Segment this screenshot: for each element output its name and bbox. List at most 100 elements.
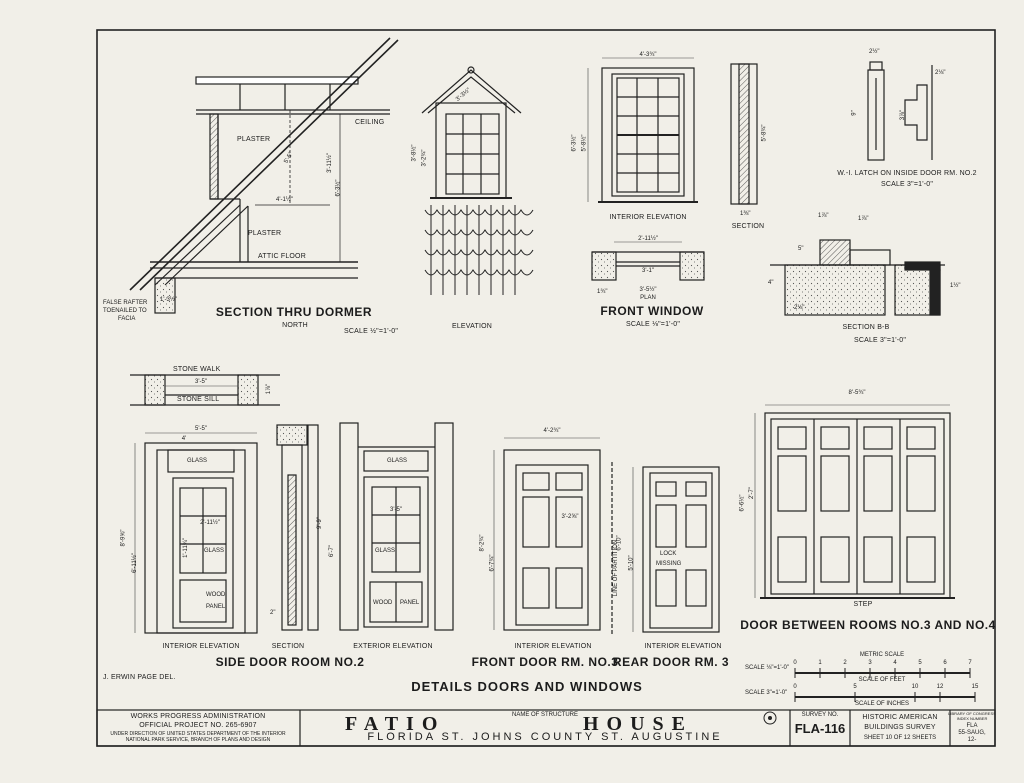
rear-door-title: REAR DOOR RM. 3 [612,655,730,669]
side-door-panel-ext: PANEL [400,600,420,606]
side-door-exterior-label: EXTERIOR ELEVATION [353,643,433,650]
index-line-3: FLA [966,723,978,729]
dormer-scale: SCALE ½"=1'-0" [344,328,399,335]
survey-no-label: SURVEY NO. [801,712,839,718]
structure-name-2: HOUSE [583,713,694,735]
side-door-dim-ext-w: 3'-5" [390,507,402,513]
front-window-section-label: SECTION [731,223,765,230]
side-door-glass-3: GLASS [387,458,408,464]
inch-scale-prefix: SCALE 3"=1'-0" [745,690,788,696]
dormer-section-drawing [129,37,399,314]
gear-icon [763,711,777,725]
side-door-dim-g1: 2'-11½" [200,520,220,526]
side-door-dim-ext-h1: 9'-9" [316,517,323,529]
rear-door-dim-h1: 6'-10" [616,535,623,551]
stone-sill-label: STONE SILL [177,396,220,403]
side-door-interior-drawing [144,442,258,634]
survey-no: FLA-116 [794,721,846,736]
dormer-elevation-title: ELEVATION [451,323,493,330]
side-door-dim-w1: 5'-5" [195,426,207,432]
rear-door-missing-label: MISSING [656,561,682,567]
section-bb-title: SECTION B-B [842,324,890,331]
rear-door-interior-label: INTERIOR ELEVATION [644,643,722,650]
door-34-step-label: STEP [853,601,873,608]
section-bb-dim-3: 5" [798,246,804,252]
dormer-label-facia: FACIA [118,316,136,322]
front-door-dim-h2: 6'-7¾" [489,554,496,572]
side-door-glass-4: GLASS [375,548,396,554]
side-door-dim-g2: 1'-11¾" [182,538,189,558]
inch-tick-12: 12 [936,684,944,690]
section-bb-dim-6: 1½" [950,283,961,289]
dormer-elevation-drawing [421,66,534,295]
wpa-label: WORKS PROGRESS ADMINISTRATION [130,713,266,720]
inch-tick-15: 15 [971,684,979,690]
dormer-subtitle: NORTH [282,322,308,329]
dormer-title: SECTION THRU DORMER [215,305,373,319]
stone-walk-drawing [130,374,280,406]
side-door-dim-ext-h2: 6'-7" [328,545,335,557]
inch-scale-label: SCALE OF INCHES [854,701,910,707]
feet-scale-label: SCALE OF FEET [858,677,906,683]
section-bb-dim-4: 4" [768,280,774,286]
feet-scale-prefix: SCALE ⅛"=1'-0" [745,665,789,671]
side-door-glass-2: GLASS [204,548,225,554]
feet-tick-4: 4 [893,660,897,666]
side-door-exterior-drawing [339,422,454,631]
feet-tick-1: 1 [818,660,822,666]
side-door-wood: WOOD [206,592,226,598]
dormer-label-attic-floor: ATTIC FLOOR [258,253,306,260]
habs-line-1: HISTORIC AMERICAN [862,714,938,721]
dimension-lines [134,57,950,633]
dormer-dim-2: 3'-11½" [326,153,333,173]
front-door-drawing [503,449,613,635]
dormer-label-ceiling: CEILING [355,119,385,126]
front-window-drawing [591,63,758,281]
project-label: OFFICIAL PROJECT NO. 265-6907 [139,722,257,729]
structure-location: FLORIDA ST. JOHNS COUNTY ST. AUGUSTINE [367,731,723,743]
section-bb-drawing [770,239,945,316]
front-window-dim-h1: 6'-3½" [571,134,578,152]
section-bb-dim-2: 1⅞" [858,216,869,222]
door-34-dim-h2: 2'-7" [748,487,755,499]
latch-dim-2: 9" [851,110,858,116]
door-34-dim-h1: 6'-6½" [739,494,746,512]
rear-door-drawing [642,466,720,633]
index-line-5: 12- [967,737,977,743]
direction-line-2: NATIONAL PARK SERVICE, BRANCH OF PLANS A… [125,737,271,743]
structure-name-1: FATIO [345,713,446,735]
stone-walk-dim-width: 3'-5" [195,379,207,385]
rear-door-lock-label: LOCK [660,551,677,557]
side-door-dim-w2: 4' [181,436,187,442]
side-door-dim-sec-w: 2" [270,610,276,616]
front-window-dim-s2: 1⅜" [740,211,751,217]
front-door-dim-h1: 8'-2¾" [479,534,486,552]
feet-tick-5: 5 [918,660,922,666]
side-door-section-drawing [276,424,319,631]
dormer-label-plaster-top: PLASTER [237,136,271,143]
inch-tick-5: 5 [853,684,857,690]
index-line-4: 55-SAUG, [958,730,986,736]
dormer-elev-dim-3: 3'-2¾" [421,149,428,167]
door-34-title: DOOR BETWEEN ROOMS NO.3 AND NO.4 [740,618,996,632]
front-door-title: FRONT DOOR RM. NO.3 [471,655,619,669]
dormer-elev-dim-2: 3'-8½" [411,144,418,162]
feet-tick-0: 0 [793,660,797,666]
dormer-label-toenailed: TOENAILED TO [103,308,147,314]
scale-bars [794,668,976,702]
front-window-scale: SCALE ⅛"=1'-0" [625,321,681,328]
latch-dim-1: 2½" [869,49,880,55]
front-window-dim-h2: 5'-8½" [581,134,588,152]
direction-line-1: UNDER DIRECTION OF UNITED STATES DEPARTM… [110,731,286,737]
front-window-dim-p2: 3'-1" [642,268,654,274]
door-34-drawing [760,412,955,599]
front-window-dim-width: 4'-3¾" [639,52,657,58]
index-line-1: LIBRARY OF CONGRESS [948,711,996,716]
metric-scale-title: METRIC SCALE [859,652,905,658]
section-bb-scale: SCALE 3"=1'-0" [853,337,907,344]
latch-drawing [867,61,933,161]
sheet-title: DETAILS DOORS AND WINDOWS [411,679,643,694]
side-door-dim-h2: 6'-11½" [131,553,138,573]
side-door-glass-1: GLASS [187,458,208,464]
